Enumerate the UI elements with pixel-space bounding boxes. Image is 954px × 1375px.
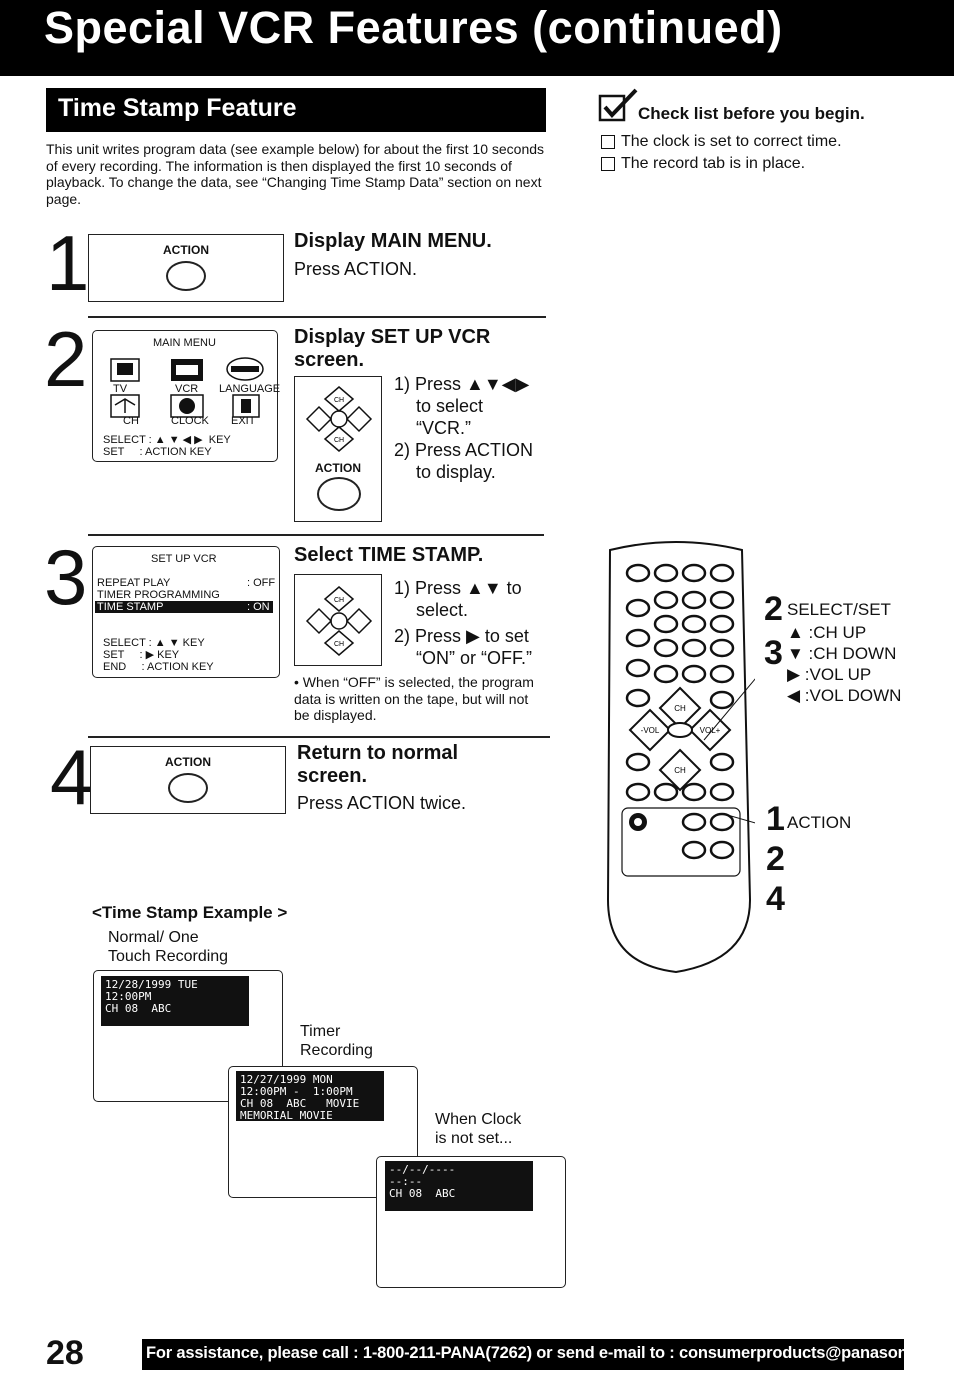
menu-row-highlight bbox=[95, 601, 273, 613]
step-note: • When “OFF” is selected, the program da… bbox=[294, 674, 534, 723]
icon-label-vcr: VCR bbox=[175, 383, 199, 395]
time-stamp-display: 12/27/1999 MON 12:00PM - 1:00PM CH 08 AB… bbox=[236, 1071, 384, 1122]
example-title: <Time Stamp Example > bbox=[92, 903, 288, 922]
legend-select-set: SELECT/SET bbox=[787, 600, 891, 619]
normal-recording-label: Normal/ One Touch Recording bbox=[108, 929, 229, 965]
setup-vcr-screen: SET UP VCR REPEAT PLAY : OFF TIMER PROGR… bbox=[92, 546, 280, 678]
select-key-hint: SELECT : ▲ ▼ ◀ ▶ KEY bbox=[103, 434, 231, 446]
icon-label-exit: EXIT bbox=[231, 415, 256, 427]
select-key-hint: SELECT : ▲ ▼ KEY bbox=[103, 637, 205, 649]
menu-row-label: TIMER PROGRAMMING bbox=[97, 589, 220, 601]
checkmark-icon bbox=[598, 88, 638, 122]
end-key-hint: END : ACTION KEY bbox=[103, 661, 214, 673]
svg-text:CH: CH bbox=[334, 597, 344, 604]
title-bar bbox=[0, 0, 954, 76]
checkbox-icon bbox=[601, 135, 615, 149]
instruction-2-detail: “ON” or “OFF.” bbox=[416, 648, 532, 668]
page-title: Special VCR Features (continued) bbox=[44, 2, 783, 53]
menu-row-label: REPEAT PLAY bbox=[97, 577, 171, 589]
clock-not-set-label: When Clock is not set... bbox=[435, 1111, 522, 1147]
step-number: 2 bbox=[44, 315, 88, 403]
menu-row-label-selected: TIME STAMP bbox=[97, 601, 164, 613]
remote-control: CH CH -VOL VOL+ bbox=[606, 541, 755, 974]
page-number: 28 bbox=[46, 1334, 84, 1372]
legend-vol-up: ▶ :VOL UP bbox=[787, 665, 872, 684]
instruction-2: 2) Press ▶ to set bbox=[394, 626, 529, 646]
joystick-illustration: CH CH bbox=[294, 574, 382, 666]
action-button-illustration: ACTION bbox=[90, 746, 286, 814]
menu-title: MAIN MENU bbox=[153, 337, 216, 349]
step-number: 1 bbox=[46, 219, 90, 307]
instruction-1-detail: select. bbox=[416, 600, 469, 620]
time-stamp-display: --/--/---- --:-- CH 08 ABC bbox=[385, 1161, 533, 1211]
menu-icons bbox=[110, 357, 264, 418]
step-title: Select TIME STAMP. bbox=[294, 544, 484, 566]
step-text: Press ACTION. bbox=[294, 259, 418, 279]
step-text: Press ACTION twice. bbox=[297, 793, 467, 813]
instruction-2: 2) Press ACTION bbox=[394, 440, 534, 460]
legend-vol-down: ◀ :VOL DOWN bbox=[787, 686, 902, 705]
legend-step-4: 4 bbox=[766, 880, 785, 918]
icon-label-ch: CH bbox=[123, 415, 139, 427]
menu-row-value: : OFF bbox=[247, 577, 276, 589]
joystick-icon: CH CH bbox=[305, 586, 373, 656]
joystick-icon: CH CH bbox=[305, 386, 373, 452]
assistance-text: For assistance, please call : 1-800-211-… bbox=[146, 1344, 954, 1362]
joystick-ch-up: CH bbox=[334, 397, 344, 404]
step-number: 3 bbox=[44, 533, 88, 621]
action-button-icon bbox=[317, 477, 361, 511]
divider bbox=[88, 736, 550, 738]
joystick-ch-down: CH bbox=[334, 437, 344, 444]
footer-bar bbox=[142, 1339, 904, 1370]
instruction-1: 1) Press ▲▼ to bbox=[394, 578, 522, 598]
remote-vol-plus-label: VOL+ bbox=[700, 726, 721, 735]
timer-recording-label: Timer Recording bbox=[300, 1023, 373, 1059]
section-title: Time Stamp Feature bbox=[58, 94, 297, 122]
button-label: ACTION bbox=[165, 755, 211, 769]
step-title: Return to normal screen. bbox=[297, 742, 459, 787]
remote-vol-minus-label: -VOL bbox=[641, 726, 660, 735]
icon-label-tv: TV bbox=[113, 383, 128, 395]
step-title: Display SET UP VCR screen. bbox=[294, 326, 491, 371]
instruction-1: 1) Press ▲▼◀▶ bbox=[394, 374, 530, 394]
intro-paragraph: This unit writes program data (see examp… bbox=[46, 141, 545, 207]
button-label: ACTION bbox=[163, 243, 209, 257]
main-menu-screen: MAIN MENU TV VCR LANGUAGE CH CLOCK EXIT … bbox=[92, 330, 281, 462]
divider bbox=[88, 316, 546, 318]
checkbox-icon bbox=[601, 157, 615, 171]
legend-step-2b: 2 bbox=[766, 840, 785, 878]
checklist-item: The clock is set to correct time. bbox=[601, 133, 842, 151]
instruction-2-detail: to display. bbox=[416, 462, 496, 482]
step-number: 4 bbox=[50, 733, 94, 821]
legend-ch-down: ▼ :CH DOWN bbox=[787, 644, 897, 663]
set-key-hint: SET : ▶ KEY bbox=[103, 649, 180, 661]
legend-step-2: 2 bbox=[764, 590, 783, 628]
legend-step-1: 1 bbox=[766, 800, 785, 838]
section-header bbox=[46, 88, 546, 132]
time-stamp-display: 12/28/1999 TUE 12:00PM CH 08 ABC bbox=[101, 976, 249, 1026]
icon-label-language: LANGUAGE bbox=[219, 383, 281, 395]
set-key-hint: SET : ACTION KEY bbox=[103, 446, 212, 458]
remote-ch-down-label: CH bbox=[674, 766, 686, 775]
action-button-icon bbox=[168, 773, 208, 803]
menu-title: SET UP VCR bbox=[151, 553, 217, 565]
button-label: ACTION bbox=[315, 461, 361, 475]
icon-label-clock: CLOCK bbox=[171, 415, 209, 427]
step-title: Display MAIN MENU. bbox=[294, 230, 492, 252]
menu-row-value-selected: : ON bbox=[247, 601, 270, 613]
action-button-icon bbox=[166, 261, 206, 291]
svg-text:CH: CH bbox=[334, 641, 344, 648]
legend-action: ACTION bbox=[787, 813, 852, 832]
instruction-1-detail: to select “VCR.” bbox=[416, 396, 484, 438]
legend-step-3: 3 bbox=[764, 634, 783, 672]
checklist-title: Check list before you begin. bbox=[638, 104, 865, 123]
legend-ch-up: ▲ :CH UP bbox=[787, 623, 867, 642]
remote-ch-up-label: CH bbox=[674, 704, 686, 713]
checklist-item: The record tab is in place. bbox=[601, 155, 805, 173]
joystick-illustration: CH CH ACTION bbox=[294, 376, 382, 522]
divider bbox=[88, 534, 544, 536]
action-button-illustration: ACTION bbox=[88, 234, 284, 302]
